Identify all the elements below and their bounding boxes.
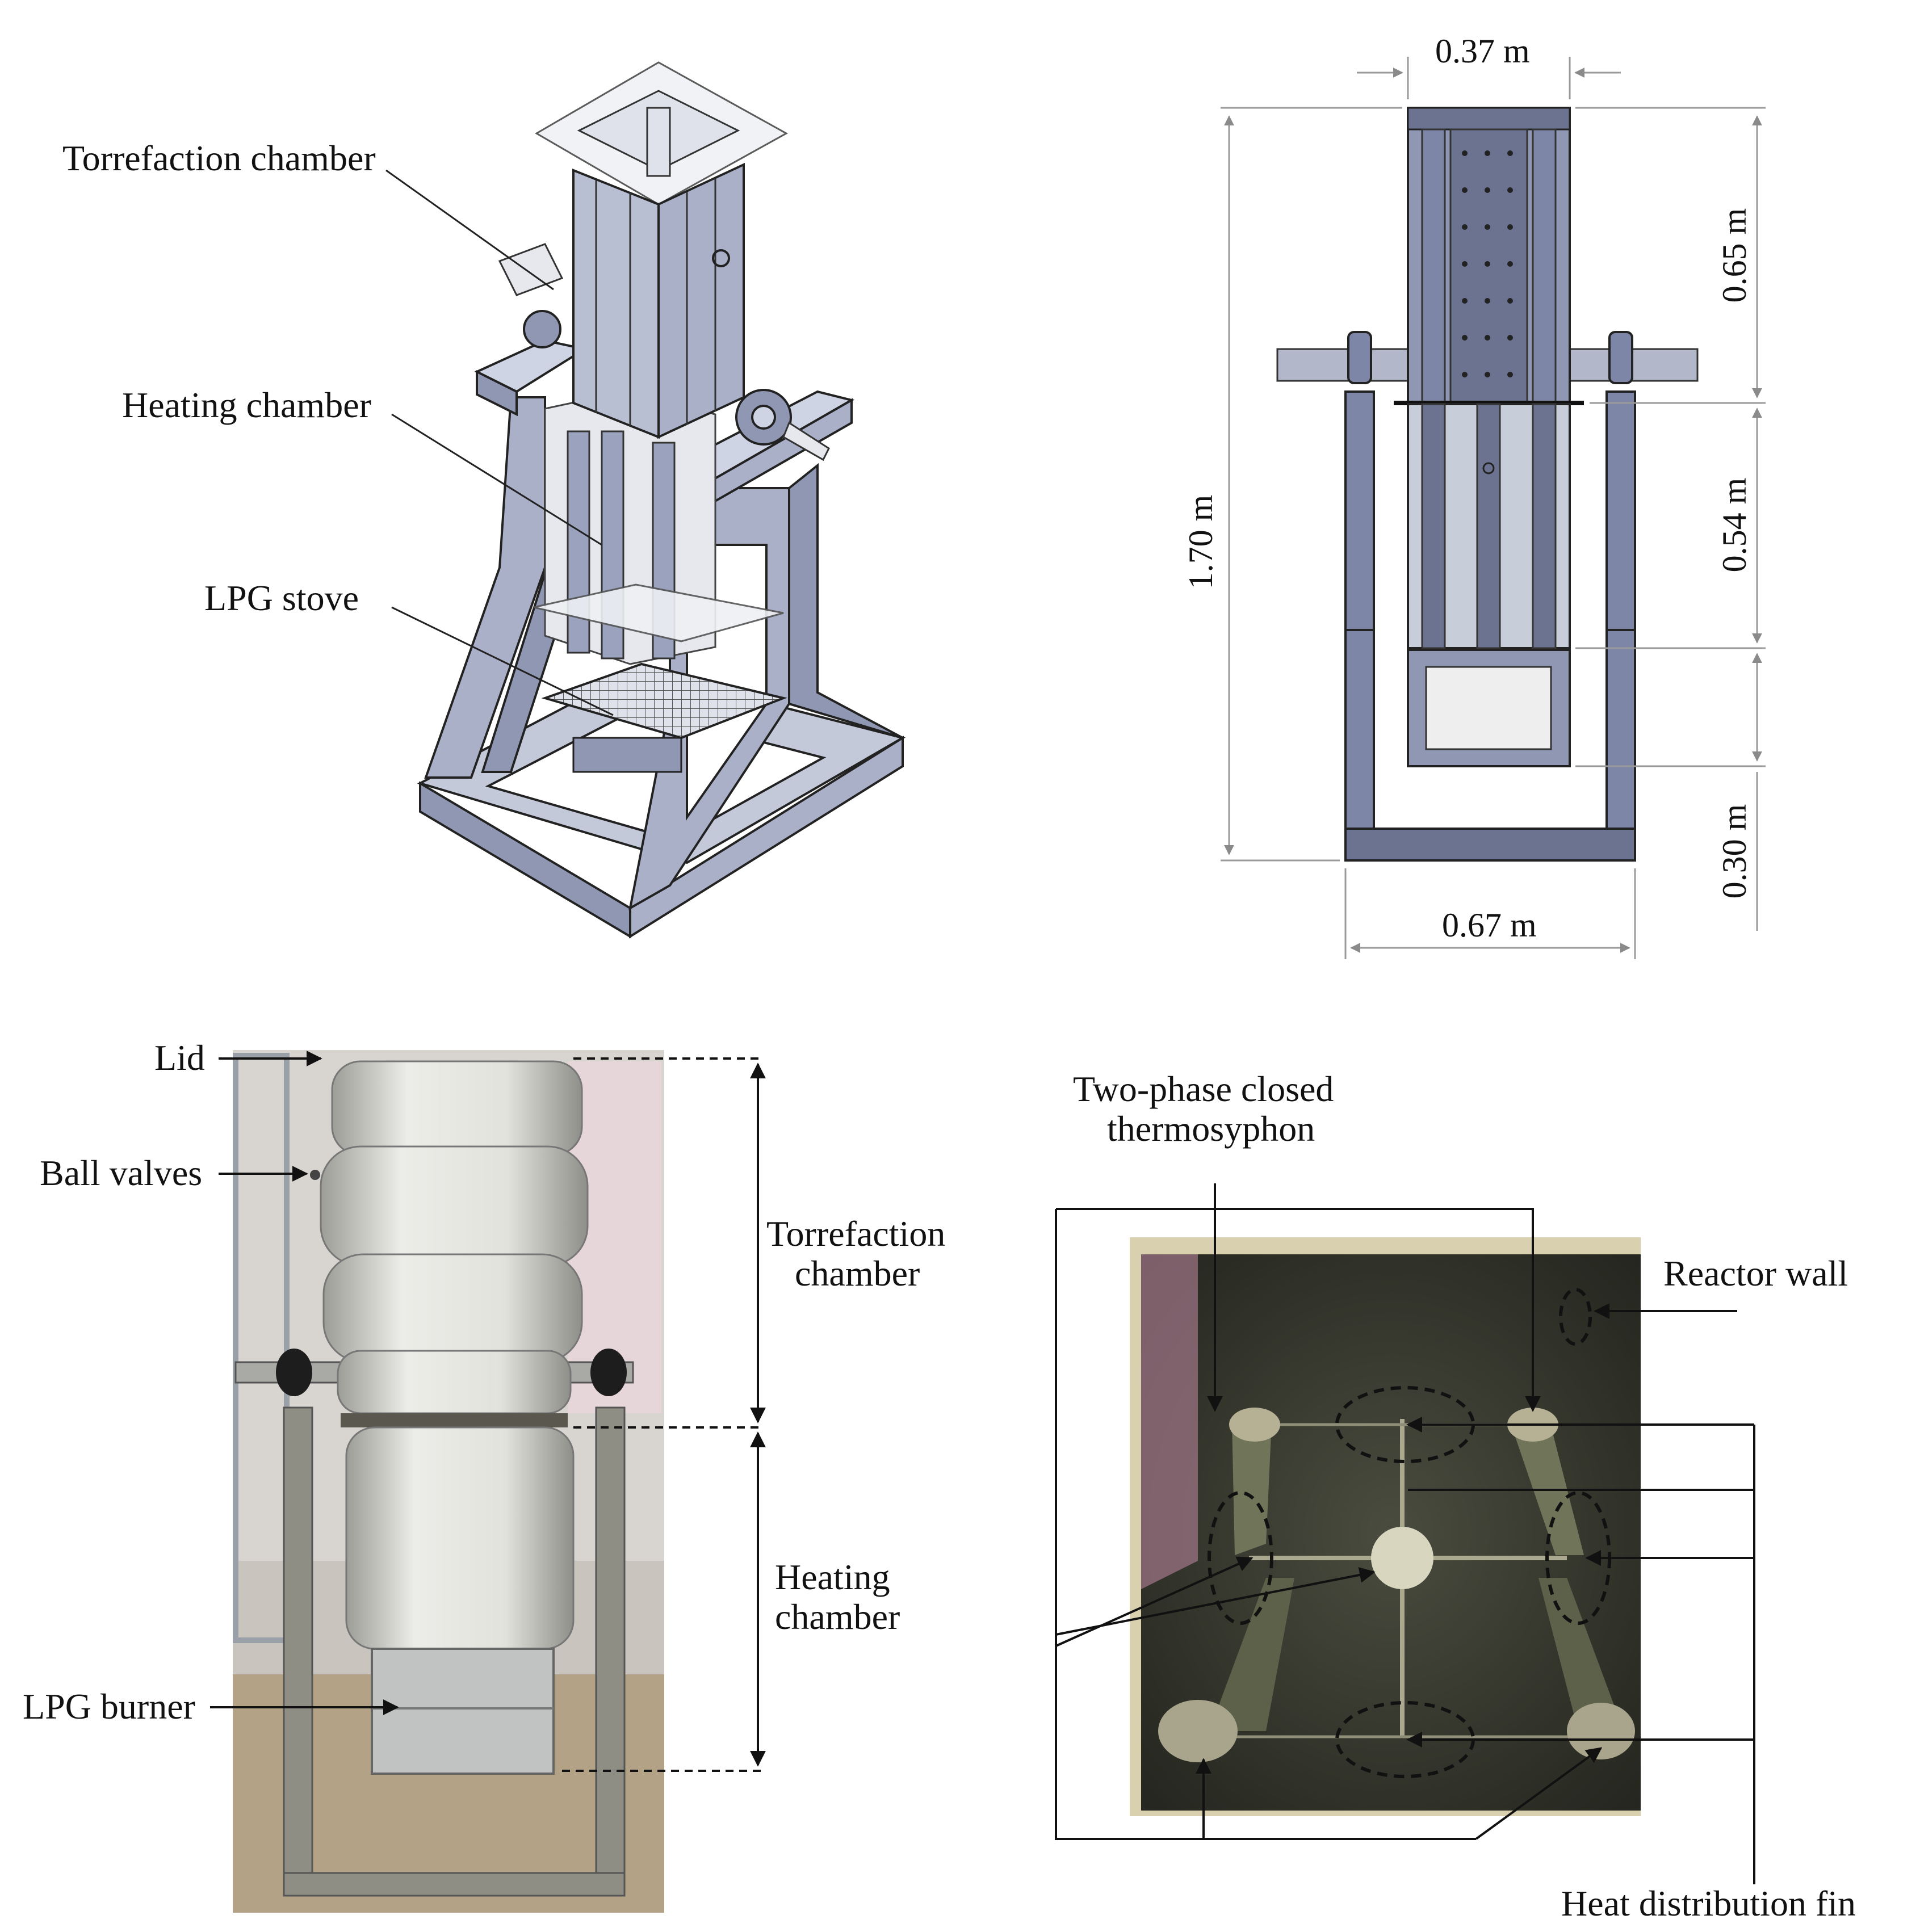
dim-upper-section: 0.65 m <box>1716 208 1753 303</box>
photo-reactor-annotations <box>210 1051 766 1772</box>
label-heat-distribution-fin: Heat distribution fin <box>1561 1883 1856 1923</box>
cad-iso-leaders <box>385 169 614 716</box>
dim-middle-section: 0.54 m <box>1716 478 1753 573</box>
label-heating-chamber-line1: Heating <box>775 1557 890 1597</box>
photo-tube-top-left <box>1232 1422 1272 1555</box>
photo-cap-bottom-right <box>1567 1703 1635 1759</box>
label-lid: Lid <box>154 1038 205 1078</box>
dim-total-height: 1.70 m <box>1182 495 1219 590</box>
front-leg-right-upper <box>1605 390 1636 631</box>
label-heating-chamber-line2: chamber <box>775 1597 900 1637</box>
dim-top-width: 0.37 m <box>1435 32 1530 70</box>
frame-top-beam-left-side <box>476 369 518 417</box>
photo-lpg-burner-box <box>371 1648 555 1775</box>
photo-bearing-left <box>276 1349 312 1396</box>
torrefaction-front <box>572 169 660 439</box>
front-heating-tube-3 <box>1532 403 1557 649</box>
photo-cap-center <box>1371 1527 1433 1589</box>
heating-plate <box>533 583 784 642</box>
dim-lower-section: 0.30 m <box>1716 804 1753 899</box>
label-thermosyphon-line2: thermosyphon <box>1107 1108 1315 1149</box>
frame-base-side <box>629 736 904 939</box>
photo-inside-annotations <box>1055 1183 1755 1884</box>
front-dimension-lines <box>1221 57 1766 959</box>
frame-leg-left <box>424 396 546 779</box>
torrefaction-center-rod <box>646 107 671 177</box>
photo-cap-bottom-left <box>1158 1700 1238 1762</box>
pivot-bearing-right-hub <box>751 405 776 430</box>
label-torrefaction-chamber-line2: chamber <box>795 1253 920 1293</box>
cad-isometric-model <box>417 61 906 939</box>
front-torrefaction-holes <box>1462 150 1513 377</box>
front-torrefaction-tube-1 <box>1421 128 1446 404</box>
label-reactor-wall: Reactor wall <box>1663 1253 1848 1293</box>
label-torrefaction-chamber: Torrefaction chamber <box>62 138 376 178</box>
dim-base-width: 0.67 m <box>1442 906 1537 944</box>
front-leg-left-lower <box>1344 629 1375 830</box>
cad-front-view <box>1276 107 1699 862</box>
front-bearing-right <box>1608 331 1633 384</box>
torrefaction-side <box>657 162 745 439</box>
photo-frame-right <box>595 1406 626 1897</box>
photo-ball-valve <box>310 1170 320 1180</box>
front-torrefaction-top <box>1407 107 1571 131</box>
label-torrefaction-chamber-line1: Torrefaction <box>766 1213 945 1254</box>
photo-window-frame <box>233 1053 290 1643</box>
side-pipe <box>498 243 564 296</box>
photo-torrefaction-foil-4 <box>337 1350 572 1414</box>
photo-joint-band <box>341 1413 568 1427</box>
photo-tube-bottom-left <box>1209 1578 1294 1731</box>
lpg-stove-grate <box>541 662 787 740</box>
label-lpg-burner: LPG burner <box>23 1686 195 1727</box>
label-ball-valves: Ball valves <box>40 1153 202 1193</box>
photo-reactor <box>233 1050 664 1913</box>
pivot-bearing-left <box>523 310 561 348</box>
photo-bearing-right <box>590 1349 627 1396</box>
label-heating-chamber: Heating chamber <box>122 385 371 425</box>
front-heating-tube-1 <box>1421 403 1446 649</box>
ball-valve-port <box>712 249 730 267</box>
lpg-stove-base <box>572 737 682 773</box>
front-torrefaction-tube-2 <box>1532 128 1557 404</box>
front-stove-window <box>1425 666 1552 750</box>
photo-frame-left <box>283 1406 313 1897</box>
photo-heating-foil <box>345 1426 575 1650</box>
front-leg-left-upper <box>1344 390 1375 631</box>
photo-torrefaction-foil-3 <box>322 1253 583 1363</box>
photo-inside-reactor <box>1130 1237 1641 1816</box>
photo-frame-bottom <box>283 1872 626 1897</box>
front-bearing-left <box>1347 331 1372 384</box>
photo-torrefaction-foil-2 <box>320 1145 589 1267</box>
front-heating-port <box>1482 462 1495 474</box>
label-lpg-stove: LPG stove <box>204 578 359 618</box>
photo-cap-top-left <box>1229 1408 1280 1442</box>
front-base <box>1344 828 1636 862</box>
photo-tube-bottom-right <box>1538 1578 1624 1731</box>
front-leg-right-lower <box>1605 629 1636 830</box>
label-thermosyphon-line1: Two-phase closed <box>1073 1069 1334 1109</box>
photo-torrefaction-foil-1 <box>331 1060 583 1156</box>
pivot-axle <box>782 421 830 461</box>
front-heating-tube-2 <box>1476 403 1501 649</box>
photo-tube-top-right <box>1510 1422 1584 1555</box>
photo-inside-pink-wall <box>1141 1254 1198 1589</box>
frame-leg-right-side <box>788 463 903 739</box>
